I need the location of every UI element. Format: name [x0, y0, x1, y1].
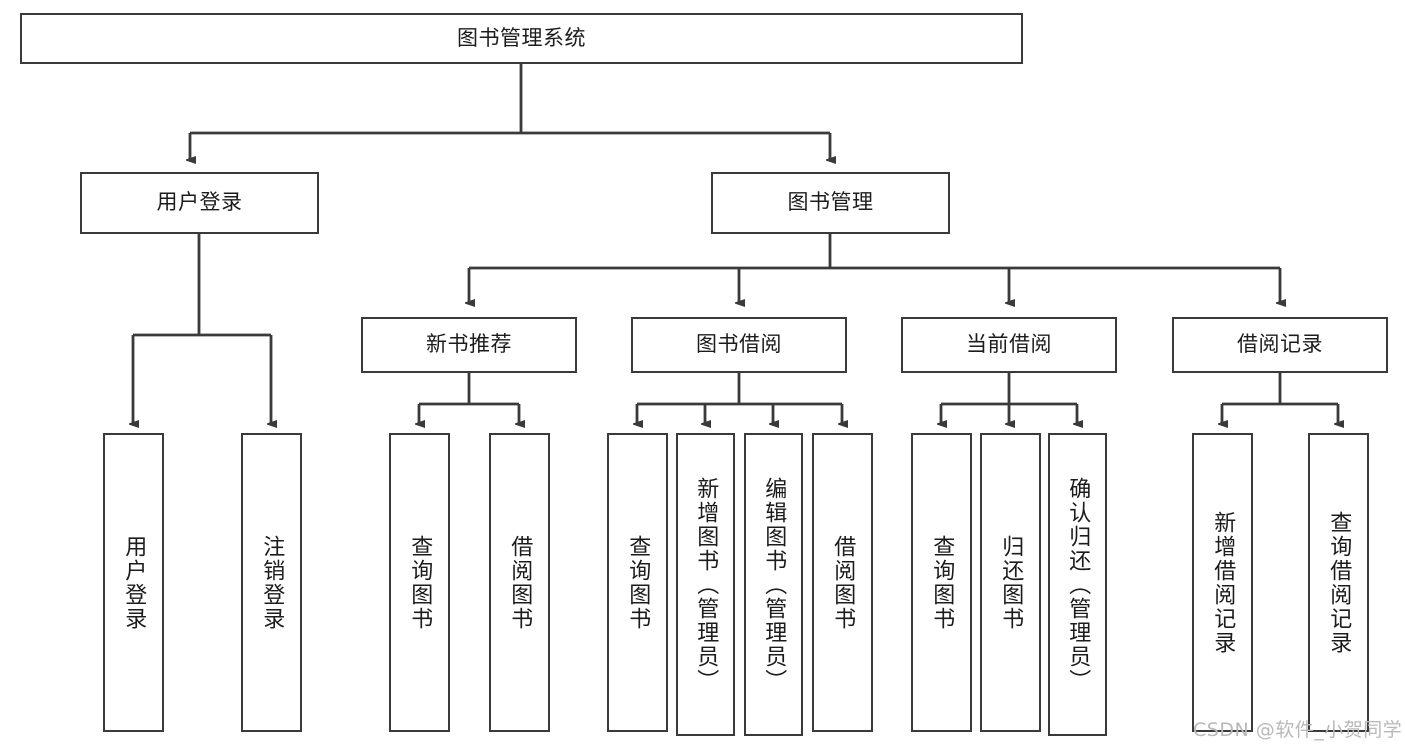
node-book-management[interactable]: 图书管理: [711, 172, 950, 234]
leaf-currentborrow-confirm-return-admin[interactable]: 确认归还（管理员）: [1048, 433, 1107, 736]
leaf-bookborrow-add-book-admin[interactable]: 新增图书（管理员）: [676, 433, 735, 736]
node-label: 确认归还（管理员）: [1065, 476, 1091, 693]
leaf-currentborrow-return-books[interactable]: 归还图书: [980, 433, 1041, 732]
node-label: 查询图书: [625, 534, 651, 631]
node-label: 借阅记录: [1237, 332, 1323, 357]
node-label: 图书借阅: [696, 332, 782, 357]
leaf-borrowrecord-query-record[interactable]: 查询借阅记录: [1308, 433, 1369, 732]
node-borrow-record[interactable]: 借阅记录: [1172, 317, 1388, 373]
leaf-newbook-query-books[interactable]: 查询图书: [389, 433, 450, 732]
node-label: 新增借阅记录: [1210, 510, 1236, 655]
node-label: 借阅图书: [830, 534, 856, 631]
node-current-borrow[interactable]: 当前借阅: [901, 317, 1117, 373]
leaf-newbook-borrow-books[interactable]: 借阅图书: [489, 433, 550, 732]
node-label: 用户登录: [156, 190, 243, 215]
node-new-book-recommend[interactable]: 新书推荐: [361, 317, 577, 373]
leaf-logout-login[interactable]: 注销登录: [241, 433, 302, 732]
node-label: 归还图书: [998, 534, 1024, 631]
node-label: 查询借阅记录: [1326, 510, 1352, 655]
node-label: 新增图书（管理员）: [693, 476, 719, 693]
node-label: 图书管理: [787, 190, 874, 215]
node-label: 编辑图书（管理员）: [761, 476, 787, 693]
leaf-currentborrow-query-books[interactable]: 查询图书: [911, 433, 972, 732]
leaf-bookborrow-borrow-books[interactable]: 借阅图书: [812, 433, 873, 732]
node-user-login[interactable]: 用户登录: [80, 172, 319, 234]
leaf-user-login[interactable]: 用户登录: [103, 433, 164, 732]
node-label: 查询图书: [929, 534, 955, 631]
leaf-bookborrow-query-books[interactable]: 查询图书: [607, 433, 668, 732]
node-label: 用户登录: [121, 534, 147, 631]
node-label: 新书推荐: [426, 332, 512, 357]
node-label: 查询图书: [407, 534, 433, 631]
node-label: 当前借阅: [966, 332, 1052, 357]
node-label: 图书管理系统: [457, 25, 586, 50]
node-label: 借阅图书: [507, 534, 533, 631]
leaf-borrowrecord-add-record[interactable]: 新增借阅记录: [1192, 433, 1253, 732]
leaf-bookborrow-edit-book-admin[interactable]: 编辑图书（管理员）: [744, 433, 803, 736]
node-book-borrow[interactable]: 图书借阅: [631, 317, 847, 373]
node-root-book-management-system[interactable]: 图书管理系统: [20, 13, 1023, 64]
node-label: 注销登录: [259, 534, 285, 631]
